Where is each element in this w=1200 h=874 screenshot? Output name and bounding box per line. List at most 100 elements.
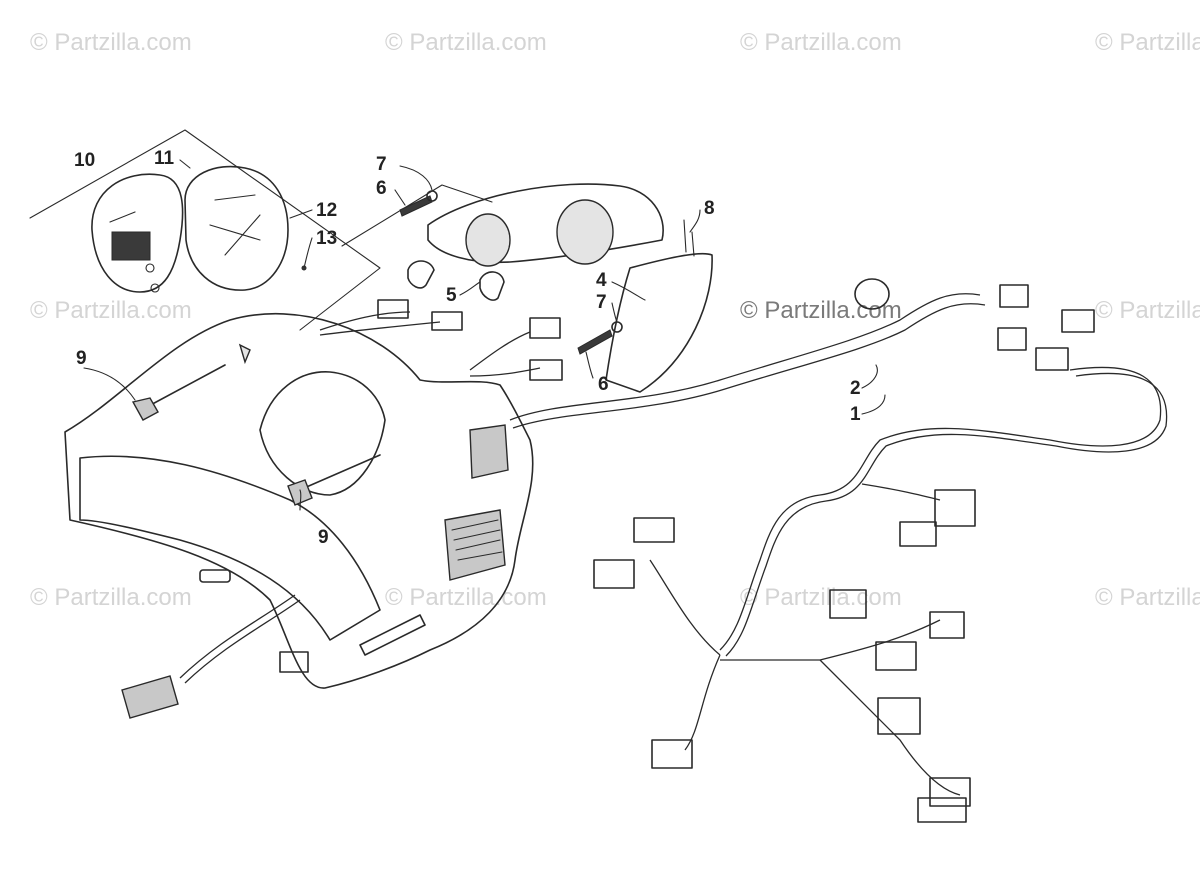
lcd-display <box>111 231 151 261</box>
nut-upper <box>426 190 438 202</box>
gauge-needle <box>109 211 136 223</box>
connector <box>1061 309 1095 333</box>
hood-harness <box>179 594 301 684</box>
callout-10: 10 <box>74 150 95 171</box>
watermark-text: © Partzilla.com <box>385 29 547 56</box>
callout-4: 4 <box>596 270 607 291</box>
leader-7b <box>611 302 618 323</box>
hood-vent-upper <box>469 424 509 479</box>
headlight-wire <box>319 311 441 336</box>
leader-lines <box>83 159 886 511</box>
watermark-text: © Partzilla.com <box>1095 297 1200 324</box>
vent-slats <box>451 519 503 561</box>
callout-7a: 7 <box>376 154 387 175</box>
leader-6b <box>585 351 594 379</box>
watermark-text: © Partzilla.com <box>30 297 192 324</box>
mount-bolt-lower <box>294 454 381 493</box>
bulb-socket-right <box>479 271 505 301</box>
leader-2 <box>861 364 878 389</box>
callout-8: 8 <box>704 198 715 219</box>
watermark-text: © Partzilla.com <box>30 584 192 611</box>
harness-2-upper <box>509 293 981 421</box>
multi-pin-connector <box>121 675 179 719</box>
watermarks: © Partzilla.com © Partzilla.com © Partzi… <box>30 29 1200 611</box>
leader-9a <box>83 367 136 401</box>
connector <box>929 611 965 639</box>
harness-1-lower <box>725 372 1168 657</box>
callout-1: 1 <box>850 404 861 425</box>
spring-upper <box>399 195 433 217</box>
gauge-bezel-ribs <box>209 194 261 256</box>
hood-wiring <box>121 299 563 719</box>
headlight-pin <box>683 219 695 257</box>
hood-vent <box>444 509 506 581</box>
callout-9b: 9 <box>318 527 329 548</box>
hood-body <box>64 312 534 689</box>
callout-6b: 6 <box>598 374 609 395</box>
leader-12 <box>289 209 313 219</box>
connector <box>997 327 1027 351</box>
mount-bolt-upper <box>144 364 226 409</box>
connector <box>877 697 921 735</box>
inline-fuse <box>199 569 231 583</box>
connector <box>529 317 561 339</box>
gauge-button <box>150 283 160 293</box>
callouts: 10 11 12 13 7 6 8 4 7 6 5 9 9 2 1 <box>74 148 861 548</box>
harness-branch <box>861 483 941 501</box>
connector <box>899 521 937 547</box>
harness-branch <box>469 331 541 377</box>
headlight-housing <box>427 183 664 264</box>
headlight-bulb-right <box>556 199 614 265</box>
main-harness <box>509 284 1168 823</box>
leader-9b <box>299 489 302 511</box>
leader-5 <box>459 281 481 296</box>
mount-nut-lower <box>287 479 313 506</box>
watermark-text: © Partzilla.com <box>740 584 902 611</box>
connector <box>934 489 976 527</box>
connector <box>917 797 967 823</box>
leader-1 <box>861 394 886 415</box>
headlight-assembly <box>341 183 890 393</box>
connector <box>829 589 867 619</box>
hood-lip <box>79 455 381 641</box>
connector <box>1035 347 1069 371</box>
mount-grommet <box>238 343 251 365</box>
leader-11 <box>179 159 191 169</box>
harness-2-lower <box>512 303 986 429</box>
watermark-text: © Partzilla.com <box>1095 29 1200 56</box>
connector <box>279 651 309 673</box>
gauge-button <box>145 263 155 273</box>
leader-4 <box>611 281 646 301</box>
connector <box>875 641 917 671</box>
connector <box>929 777 971 807</box>
leader-13 <box>303 237 313 269</box>
connector <box>651 739 693 769</box>
speedometer-housing <box>91 173 184 293</box>
connector <box>999 284 1029 308</box>
hood-assembly <box>64 312 534 689</box>
watermark-text: © Partzilla.com <box>1095 584 1200 611</box>
clamp-ring <box>854 278 890 310</box>
leader-6a <box>394 189 406 206</box>
callout-9a: 9 <box>76 348 87 369</box>
watermark-text: © Partzilla.com <box>385 584 547 611</box>
connector <box>377 299 409 319</box>
gauge-assembly <box>29 129 381 331</box>
gauge-bezel <box>184 165 289 291</box>
headlight-cover <box>605 252 713 393</box>
connector <box>633 517 675 543</box>
hood-opening <box>259 371 386 496</box>
connector <box>529 359 563 381</box>
watermark-center-text: © Partzilla.com <box>740 297 902 324</box>
spring-lower <box>577 329 613 355</box>
mount-nut-upper <box>131 397 159 421</box>
leader-7a <box>399 165 433 191</box>
callout-6a: 6 <box>376 178 387 199</box>
callout-12: 12 <box>316 200 337 221</box>
watermark-text: © Partzilla.com <box>740 29 902 56</box>
callout-13: 13 <box>316 228 337 249</box>
bulb-socket-left <box>407 260 435 289</box>
watermark-text: © Partzilla.com <box>30 29 192 56</box>
harness-1-upper <box>719 366 1162 651</box>
